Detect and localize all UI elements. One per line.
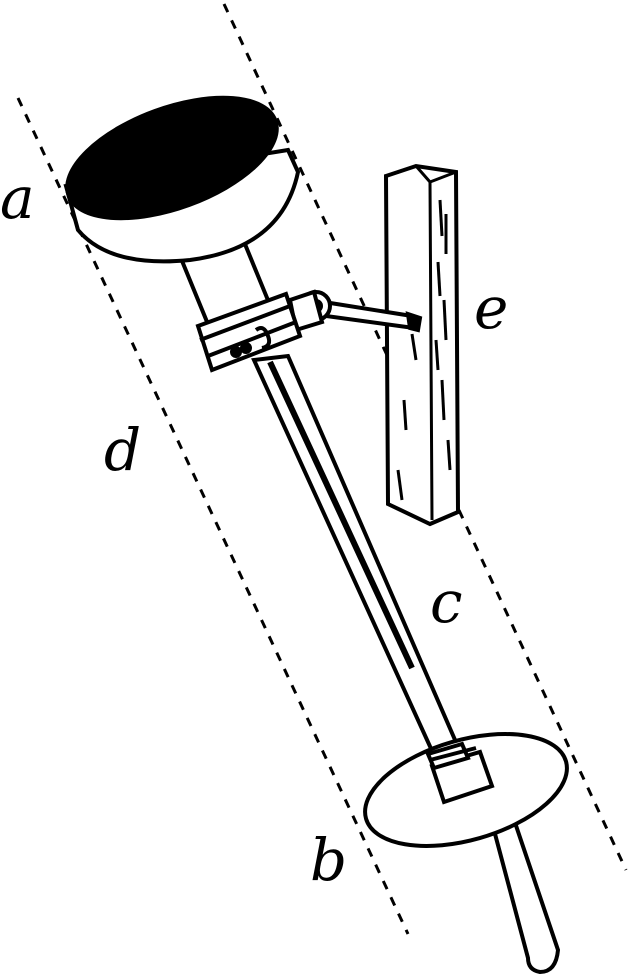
cap-a xyxy=(63,95,301,264)
guide-lines xyxy=(16,3,628,935)
clamp-arm xyxy=(287,289,423,333)
collar xyxy=(195,291,303,373)
rod-lower-end xyxy=(483,793,561,975)
label-e: e xyxy=(474,274,508,342)
post-e xyxy=(383,163,461,527)
disc-sleeve xyxy=(425,741,495,805)
label-c: c xyxy=(430,568,462,636)
label-b: b xyxy=(310,826,347,894)
label-d: d xyxy=(104,416,141,484)
guide-line-right xyxy=(222,3,628,871)
label-a: a xyxy=(0,164,35,232)
